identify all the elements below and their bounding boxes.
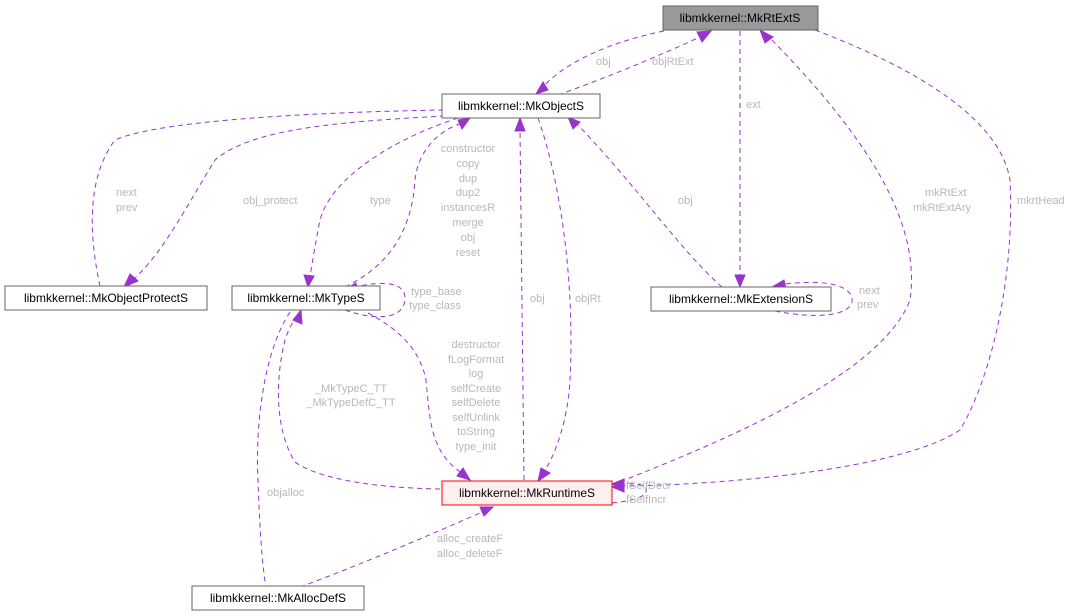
edge-type: type bbox=[303, 117, 459, 289]
edge-label: type bbox=[370, 195, 391, 207]
edge-mkrthead: mkrtHead bbox=[610, 29, 1065, 493]
edge-label: merge bbox=[452, 217, 483, 229]
edge-label: fSelfIncr bbox=[626, 494, 667, 506]
edge-label: type_base bbox=[411, 286, 462, 298]
edge-label: obj_protect bbox=[243, 195, 297, 207]
edge-label: obj bbox=[530, 293, 545, 305]
node-mktypes[interactable]: libmkkernel::MkTypeS bbox=[231, 285, 381, 311]
edge-label: selfUnlink bbox=[452, 412, 500, 424]
edge-type-runtime: destructor fLogFormat log selfCreate sel… bbox=[367, 312, 504, 481]
edge-type-self: type_base type_class bbox=[342, 282, 462, 318]
node-mkextensions[interactable]: libmkkernel::MkExtensionS bbox=[650, 286, 832, 312]
node-label: libmkkernel::MkRtExtS bbox=[680, 11, 801, 25]
edge-label: next bbox=[116, 187, 137, 199]
edge-label: mkRtExtAry bbox=[913, 202, 972, 214]
edge-label: _MkTypeDefC_TT bbox=[305, 397, 396, 409]
node-mkobjects[interactable]: libmkkernel::MkObjectS bbox=[441, 93, 601, 119]
edge-label: type_init bbox=[456, 441, 497, 453]
edge-label: fSelfDecr bbox=[626, 480, 672, 492]
edge-label: objalloc bbox=[267, 487, 305, 499]
edge-label: fLogFormat bbox=[448, 354, 504, 366]
edge-label: reset bbox=[456, 247, 480, 259]
edge-label-group: constructor copy dup dup2 instancesR mer… bbox=[441, 143, 496, 259]
edge-obj-protect: obj_protect bbox=[123, 115, 446, 288]
node-mkallocdefs[interactable]: libmkkernel::MkAllocDefS bbox=[191, 585, 365, 611]
edge-alloc-funcs: alloc_createF alloc_deleteF bbox=[299, 506, 503, 588]
node-mkrtexts[interactable]: libmkkernel::MkRtExtS bbox=[662, 5, 819, 31]
edge-label: _MkTypeC_TT bbox=[314, 383, 387, 395]
edge-ext-obj: obj bbox=[567, 116, 723, 288]
node-mkobjectprotects[interactable]: libmkkernel::MkObjectProtectS bbox=[4, 285, 208, 311]
edge-label: prev bbox=[857, 299, 879, 311]
edge-label: obj bbox=[678, 195, 693, 207]
edge-label: alloc_deleteF bbox=[437, 548, 503, 560]
edge-label: toString bbox=[457, 426, 495, 438]
edge-objalloc: objalloc bbox=[257, 311, 305, 601]
edge-label: constructor bbox=[441, 143, 496, 155]
edge-objrtext: objRtExt bbox=[557, 30, 713, 96]
edge-label: selfDelete bbox=[452, 397, 501, 409]
node-label: libmkkernel::MkRuntimeS bbox=[459, 486, 595, 500]
edge-label: destructor bbox=[452, 339, 501, 351]
node-label: libmkkernel::MkExtensionS bbox=[669, 292, 813, 306]
edge-label: mkRtExt bbox=[925, 187, 967, 199]
edge-extension-self: next prev bbox=[770, 279, 880, 316]
edge-objrt: objRt bbox=[537, 117, 601, 483]
node-mkruntimes[interactable]: libmkkernel::MkRuntimeS bbox=[441, 480, 613, 506]
edge-label: obj bbox=[596, 56, 611, 68]
edge-label: objRtExt bbox=[652, 56, 694, 68]
edge-label: type_class bbox=[409, 300, 461, 312]
edge-obj-rtext: obj bbox=[534, 30, 665, 95]
edge-label-group: destructor fLogFormat log selfCreate sel… bbox=[448, 339, 504, 453]
edge-ext: ext bbox=[734, 31, 761, 289]
node-label: libmkkernel::MkAllocDefS bbox=[210, 591, 346, 605]
node-label: libmkkernel::MkObjectS bbox=[458, 99, 584, 113]
edge-label: dup bbox=[459, 173, 477, 185]
edge-label: ext bbox=[746, 99, 761, 111]
edge-label: next bbox=[859, 285, 880, 297]
edge-mkrtext: mkRtExt mkRtExtAry bbox=[611, 28, 972, 486]
edge-runtime-self: fSelfDecr fSelfIncr bbox=[610, 478, 672, 506]
edge-label: obj bbox=[461, 232, 476, 244]
edge-runtime-obj: obj bbox=[514, 116, 545, 481]
edge-label: alloc_createF bbox=[437, 533, 503, 545]
edge-label: objRt bbox=[575, 293, 601, 305]
edge-label: dup2 bbox=[456, 187, 480, 199]
edge-label: selfCreate bbox=[451, 383, 501, 395]
edge-label: mkrtHead bbox=[1017, 195, 1065, 207]
edge-label: instancesR bbox=[441, 202, 495, 214]
edge-label: prev bbox=[116, 202, 138, 214]
edge-label: copy bbox=[456, 158, 480, 170]
node-label: libmkkernel::MkObjectProtectS bbox=[24, 291, 188, 305]
node-label: libmkkernel::MkTypeS bbox=[247, 291, 364, 305]
edge-type-members: constructor copy dup dup2 instancesR mer… bbox=[344, 117, 496, 288]
edge-runtime-type: _MkTypeC_TT _MkTypeDefC_TT bbox=[277, 308, 441, 490]
edge-label: log bbox=[469, 368, 484, 380]
